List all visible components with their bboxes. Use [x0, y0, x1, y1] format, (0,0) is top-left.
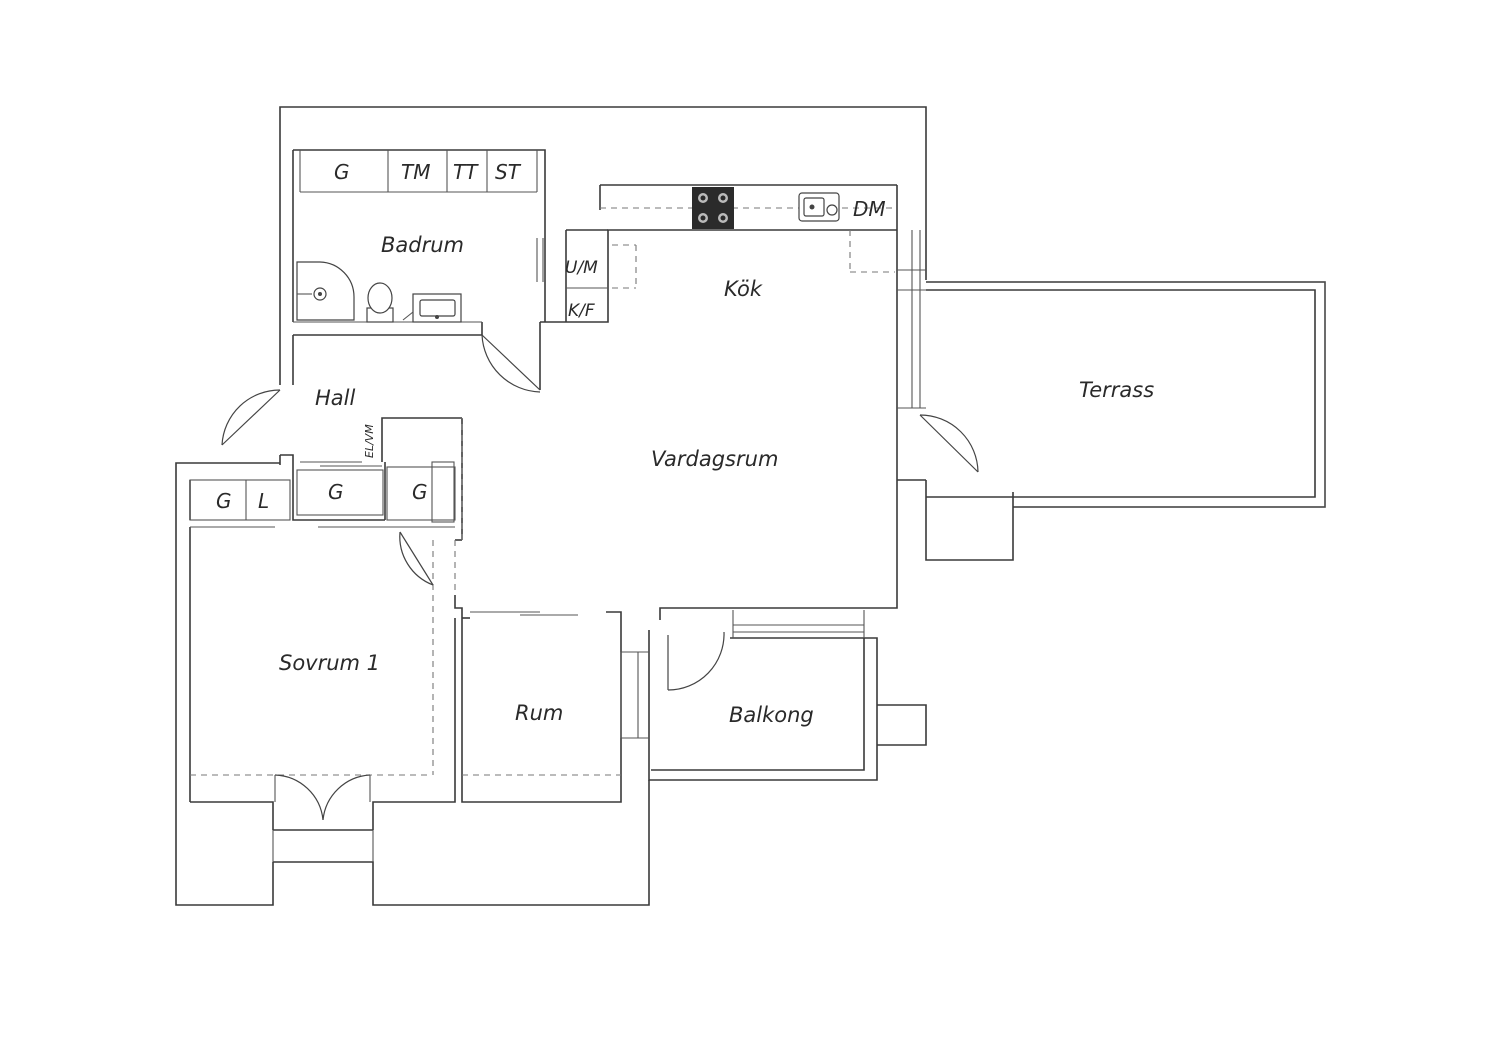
stove-icon [692, 187, 734, 229]
room-balkong-label: Balkong [729, 703, 814, 727]
room-sovrum1-label: Sovrum 1 [279, 651, 380, 675]
shower-icon [296, 261, 355, 321]
room-rum-label: Rum [515, 701, 563, 725]
washbasin-icon [402, 293, 462, 323]
hall-closet-g1-label: G [328, 480, 344, 504]
elvm-label: EL/VM [363, 424, 376, 458]
room-vardagsrum-label: Vardagsrum [651, 447, 778, 471]
st-label: ST [495, 160, 522, 184]
room-labels: Badrum Kök Hall Vardagsrum Terrass Sovru… [279, 233, 1154, 727]
bedroom-closet-l-label: L [258, 489, 269, 513]
room-badrum-label: Badrum [381, 233, 464, 257]
tt-label: TT [453, 160, 479, 184]
closets [189, 461, 456, 523]
sink-icon [798, 192, 840, 222]
fixture-labels: G TM TT ST DM U/M K/F EL/VM G G G L [216, 160, 886, 513]
um-label: U/M [565, 258, 598, 278]
doors [190, 334, 979, 821]
room-kok-label: Kök [724, 277, 763, 301]
outer-walls [175, 106, 1326, 906]
hall-closet-g2-label: G [412, 480, 428, 504]
dashed-lines [190, 207, 897, 776]
room-hall-label: Hall [315, 386, 355, 410]
tm-label: TM [401, 160, 430, 184]
kf-label: K/F [568, 301, 595, 321]
bath-cabinet-g-label: G [334, 160, 350, 184]
bedroom-closet-g-label: G [216, 489, 232, 513]
room-terrass-label: Terrass [1079, 378, 1154, 402]
dm-label: DM [853, 197, 886, 221]
toilet-icon [366, 282, 394, 323]
